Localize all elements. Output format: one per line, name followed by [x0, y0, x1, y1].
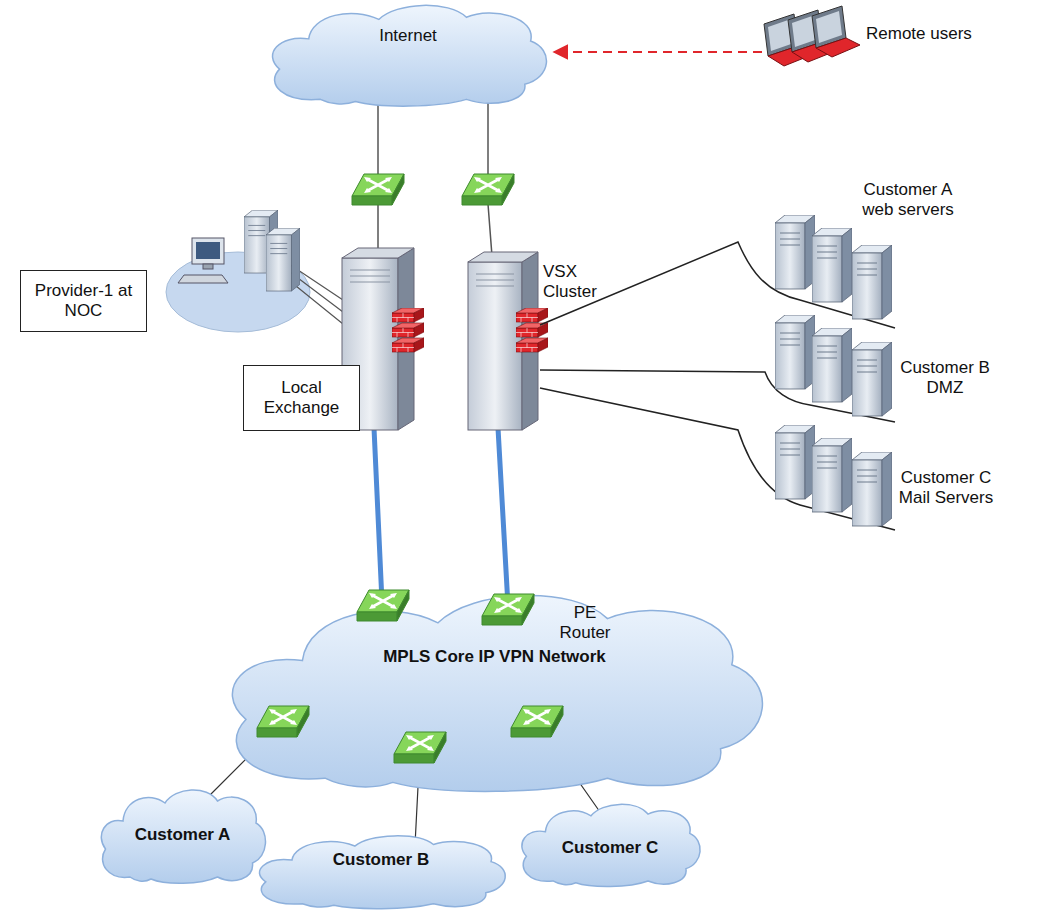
label-box: Local Exchange: [243, 365, 360, 431]
cloud-outline: [262, 0, 554, 108]
node-text: Remote users: [866, 24, 972, 44]
node-text: Customer C: [562, 838, 658, 858]
server-group: [775, 215, 892, 319]
router-icon: [357, 590, 409, 621]
router-icon: [511, 706, 563, 737]
pe-link: [374, 428, 508, 606]
label-box: Provider-1 at NOC: [20, 270, 147, 332]
internet-cloud: Internet: [262, 0, 554, 108]
router-icon: [257, 706, 309, 737]
customer-cloud: Customer B: [250, 832, 512, 910]
dashed-arrow: [554, 51, 762, 53]
server-label: Customer B DMZ: [895, 358, 995, 399]
vsx-cluster-tower: [468, 252, 548, 430]
server-bus: [540, 388, 895, 530]
cloud-shape: [522, 804, 700, 886]
device-label: VSX Cluster: [543, 262, 605, 303]
cloud-shape: [273, 5, 547, 106]
router-icon: [394, 732, 446, 763]
noc-workstation: [166, 210, 343, 332]
cloud-shape: [101, 790, 265, 883]
remote-users-group: Remote users: [762, 14, 1012, 90]
node-text: Internet: [379, 26, 437, 46]
server-group: [775, 425, 892, 526]
router-icon: [352, 174, 404, 205]
node-text: Provider-1 at NOC: [29, 281, 138, 322]
cloud-outline: [212, 585, 777, 795]
laptops: [764, 6, 860, 66]
router-icon: [462, 174, 514, 205]
mpls-cloud: MPLS Core IP VPN Network: [212, 585, 777, 795]
router-icon: [482, 594, 534, 625]
router-label: PE Router: [555, 603, 615, 644]
node-text: Customer B: [333, 850, 429, 870]
server-label: Customer A web servers: [858, 180, 958, 221]
customer-cloud: Customer C: [515, 800, 705, 888]
server-label: Customer C Mail Servers: [890, 468, 1002, 509]
node-text: MPLS Core IP VPN Network: [383, 647, 606, 667]
cloud-shape: [259, 836, 505, 909]
node-text: Customer A: [135, 825, 231, 845]
cloud-outline: [250, 832, 512, 910]
customer-cloud: Customer A: [95, 785, 270, 885]
node-text: Local Exchange: [252, 378, 351, 419]
server-group: [775, 315, 892, 416]
